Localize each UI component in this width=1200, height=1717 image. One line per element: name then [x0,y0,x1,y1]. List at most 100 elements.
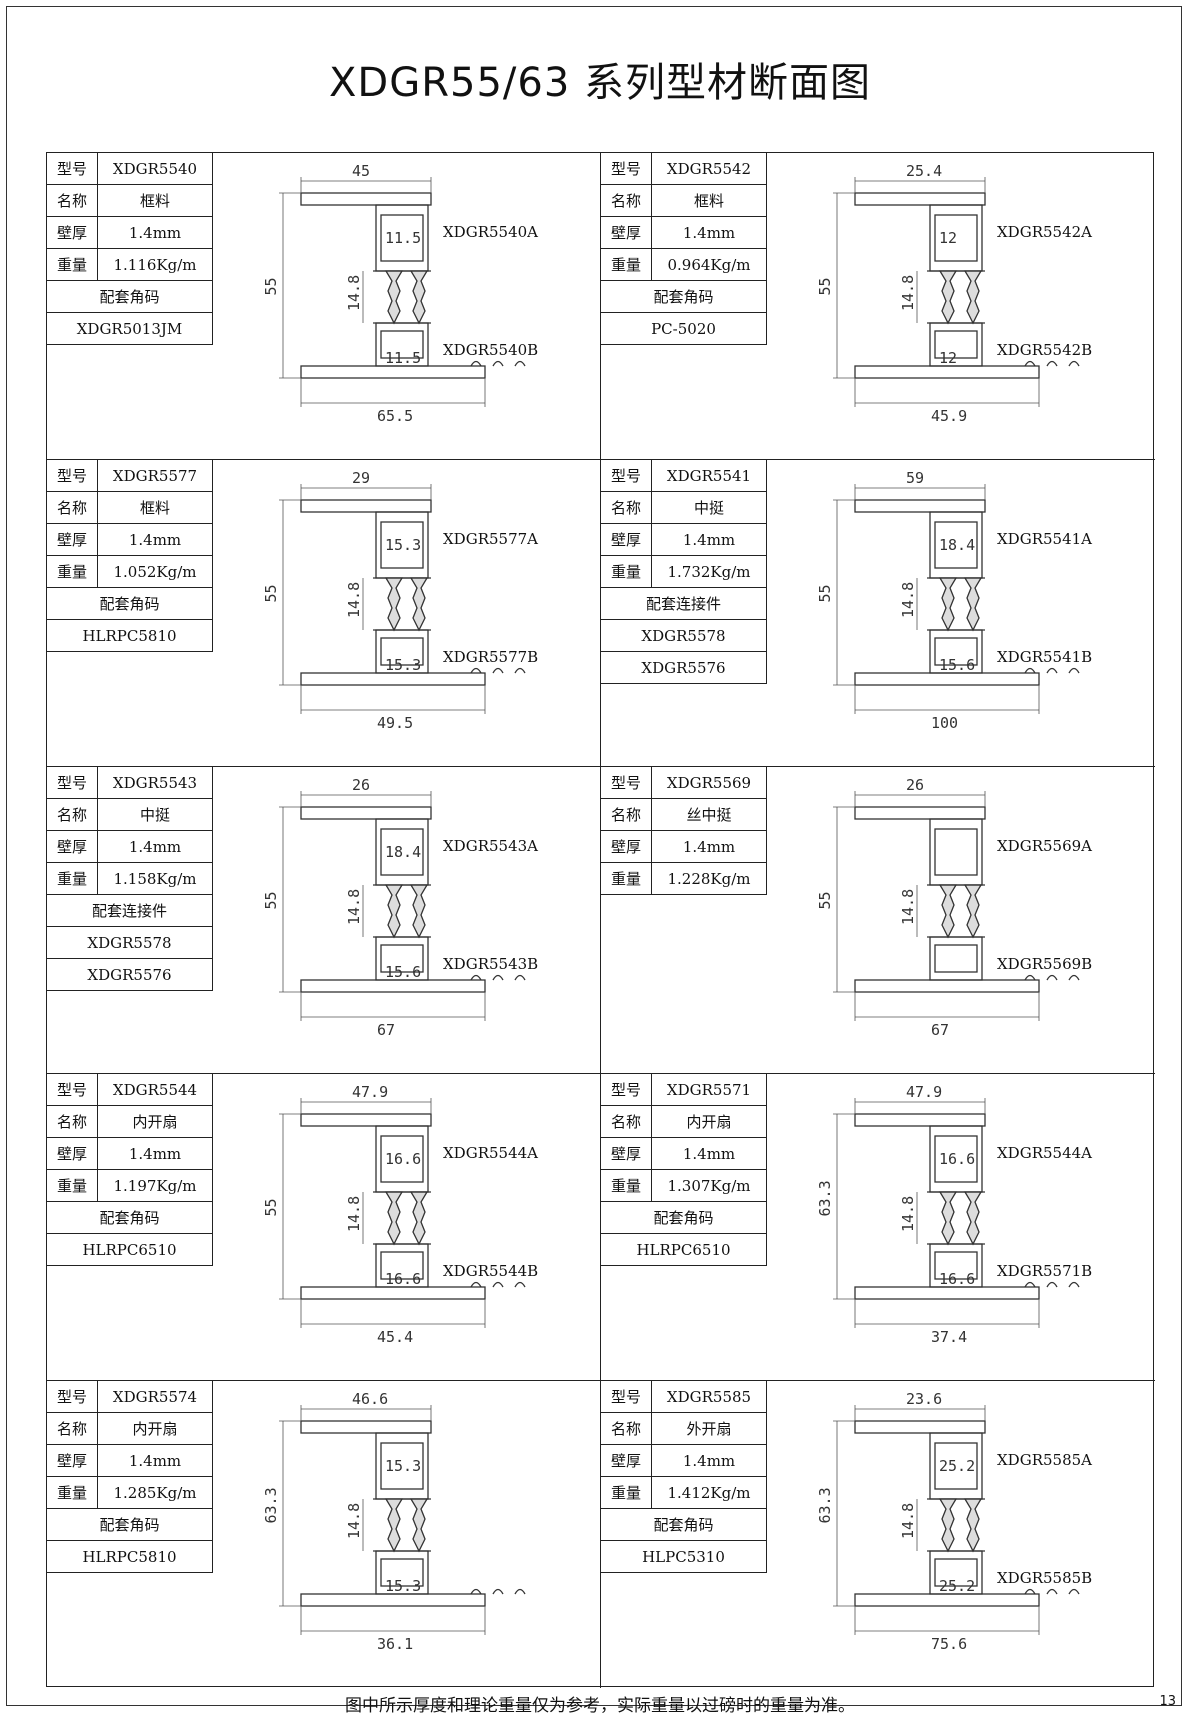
clip-1 [1024,360,1036,367]
dim-top-width: 59 [906,469,924,487]
profile-cell-XDGR5585: 型号 XDGR5585 名称 外开扇 壁厚 1.4mm 重量 1.412Kg/m… [601,1381,1155,1688]
dim-break-height: 14.8 [899,1196,917,1232]
dim-break-height: 14.8 [345,275,363,311]
dim-chamber-a: 16.6 [385,1150,421,1168]
spec-table: 型号 XDGR5540 名称 框料 壁厚 1.4mm 重量 1.116Kg/m … [47,153,213,345]
profile-cell-XDGR5544: 型号 XDGR5544 名称 内开扇 壁厚 1.4mm 重量 1.197Kg/m… [47,1074,601,1381]
chamber-a-inner [934,1442,978,1490]
dim-top-width: 45 [352,162,370,180]
page-number: 13 [1159,1694,1176,1709]
chamber-b-inner [380,1251,424,1280]
value-wall: 1.4mm [651,1137,767,1170]
label-wall: 壁厚 [601,1137,652,1170]
chamber-b-inner [934,330,978,359]
value-wall: 1.4mm [97,1444,213,1477]
clip-2 [1046,1588,1058,1595]
part-a-label: XDGR5541A [997,530,1092,548]
clip-1 [470,667,482,674]
dimension-lines [279,177,486,407]
clip-3 [1068,360,1080,367]
dim-height: 55 [262,277,280,295]
dim-chamber-b: 15.3 [385,1577,421,1595]
dim-bottom-width: 67 [377,1021,395,1039]
accessory-item: XDGR5576 [47,958,213,991]
value-weight: 1.228Kg/m [651,862,767,895]
dim-break-height: 14.8 [899,889,917,925]
label-name: 名称 [601,1412,652,1445]
dim-break-height: 14.8 [345,889,363,925]
clip-1 [470,360,482,367]
clip-2 [492,974,504,981]
thermal-strip-1 [938,1498,958,1553]
profile-cell-XDGR5541: 型号 XDGR5541 名称 中挺 壁厚 1.4mm 重量 1.732Kg/m … [601,460,1155,767]
value-name: 丝中挺 [651,798,767,831]
thermal-strip-1 [938,884,958,939]
part-a-label: XDGR5544A [443,1144,538,1162]
part-b-label: XDGR5543B [443,955,538,973]
dim-break-height: 14.8 [899,582,917,618]
label-weight: 重量 [601,1169,652,1202]
dim-height: 63.3 [816,1487,834,1523]
clip-3 [514,667,526,674]
dim-chamber-a: 18.4 [939,536,975,554]
value-weight: 1.116Kg/m [97,248,213,281]
clip-3 [514,974,526,981]
accessory-item: XDGR5576 [601,651,767,684]
top-flange [300,1113,432,1127]
part-a-label: XDGR5543A [443,837,538,855]
clip-3 [1068,974,1080,981]
bottom-flange [854,672,1040,686]
accessory-title: 配套角码 [601,1201,767,1234]
profile-cell-XDGR5577: 型号 XDGR5577 名称 框料 壁厚 1.4mm 重量 1.052Kg/m … [47,460,601,767]
chamber-b-inner [934,1558,978,1587]
dim-top-width: 47.9 [906,1083,942,1101]
dim-top-width: 47.9 [352,1083,388,1101]
accessory-item: HLRPC5810 [47,619,213,652]
profile-outline [300,1420,526,1607]
dimension-lines [279,791,486,1021]
profile-cell-XDGR5574: 型号 XDGR5574 名称 内开扇 壁厚 1.4mm 重量 1.285Kg/m… [47,1381,601,1688]
label-model: 型号 [601,460,652,492]
part-b-label: XDGR5571B [997,1262,1092,1280]
part-b-label: XDGR5569B [997,955,1092,973]
dim-height: 55 [816,277,834,295]
bottom-flange [300,365,486,379]
thermal-strip-1 [938,1191,958,1246]
chamber-b-inner [934,944,978,973]
value-weight: 1.412Kg/m [651,1476,767,1509]
thermal-strip-2 [409,1191,429,1246]
thermal-strip-2 [409,270,429,325]
top-flange [300,192,432,206]
dim-chamber-b: 15.6 [939,656,975,674]
dim-chamber-b: 11.5 [385,349,421,367]
label-weight: 重量 [601,1476,652,1509]
value-model: XDGR5574 [97,1381,213,1413]
dim-break-height: 14.8 [899,275,917,311]
part-a-label: XDGR5544A [997,1144,1092,1162]
dim-chamber-a: 16.6 [939,1150,975,1168]
dim-height: 55 [816,891,834,909]
value-name: 框料 [651,184,767,217]
profile-cell-XDGR5540: 型号 XDGR5540 名称 框料 壁厚 1.4mm 重量 1.116Kg/m … [47,153,601,460]
value-weight: 1.158Kg/m [97,862,213,895]
part-b-label: XDGR5542B [997,341,1092,359]
label-weight: 重量 [601,862,652,895]
accessory-title: 配套连接件 [47,894,213,927]
label-weight: 重量 [47,555,98,588]
dimension-lines [279,1098,486,1328]
part-b-label: XDGR5544B [443,1262,538,1280]
chamber-a-inner [934,1135,978,1183]
dim-bottom-width: 45.4 [377,1328,413,1346]
spec-table: 型号 XDGR5574 名称 内开扇 壁厚 1.4mm 重量 1.285Kg/m… [47,1381,213,1573]
dim-height: 55 [262,1198,280,1216]
chamber-a-inner [934,828,978,876]
bottom-flange [854,1286,1040,1300]
label-weight: 重量 [47,248,98,281]
